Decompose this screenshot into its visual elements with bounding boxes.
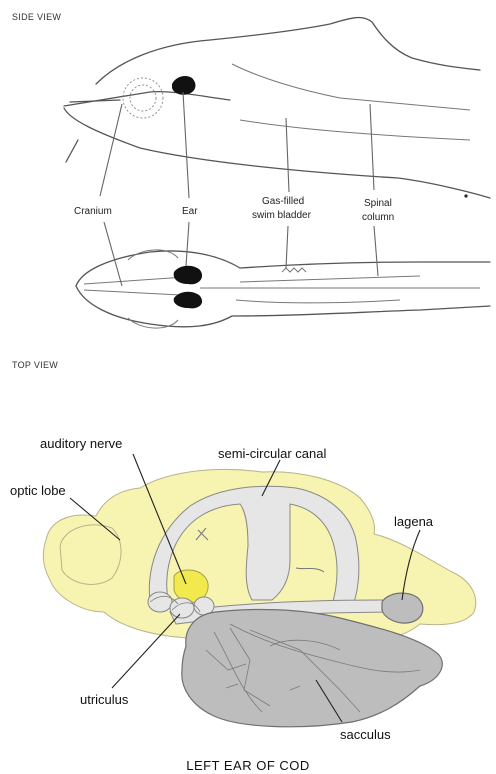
diagram-caption: LEFT EAR OF COD [186,758,310,773]
stray-dot [464,194,467,197]
label-spinal-2: column [362,212,394,223]
side-view-labels: Cranium Ear Gas-filled swim bladder Spin… [74,196,394,223]
label-cranium: Cranium [74,206,112,217]
ear-of-cod-illustration [43,469,475,726]
label-sacculus: sacculus [340,727,391,742]
top-view-title: TOP VIEW [12,360,58,370]
label-optic-lobe: optic lobe [10,483,66,498]
fish-head-side-view [64,18,490,198]
label-spinal-1: Spinal [364,198,392,209]
ear-blob-top-2 [174,292,202,309]
label-swim-bladder-1: Gas-filled [262,196,304,207]
ear-blob-top-1 [174,266,202,285]
label-utriculus: utriculus [80,692,129,707]
label-semi-circular-canal: semi-circular canal [218,446,326,461]
label-auditory-nerve: auditory nerve [40,436,122,451]
label-lagena: lagena [394,514,434,529]
fish-head-top-view [76,222,490,328]
label-swim-bladder-2: swim bladder [252,210,312,221]
ear-blob-side [172,76,195,95]
side-view-title: SIDE VIEW [12,12,61,22]
label-ear: Ear [182,206,198,217]
